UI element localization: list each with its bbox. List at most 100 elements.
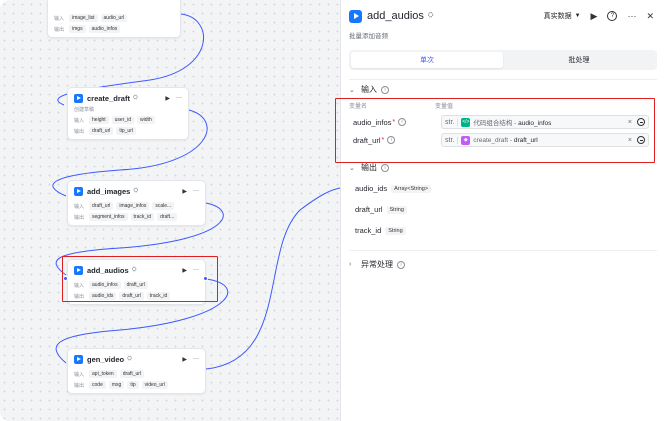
plugin-icon [349, 9, 362, 23]
chevron-down-icon: ⌄ [349, 86, 355, 94]
output-chip: track_id [146, 292, 171, 300]
input-chip: audio_infos [89, 281, 121, 289]
input-port[interactable] [63, 276, 68, 281]
outputs-label: 输出 [74, 214, 85, 221]
inputs-label: 输入 [74, 282, 85, 289]
node-inputs-row: 输入 api_token draft_url [74, 370, 199, 378]
output-port[interactable] [203, 276, 208, 281]
output-chip: code [89, 381, 106, 389]
output-chip: tip_url [116, 127, 136, 135]
output-type: Array<String> [391, 184, 432, 193]
inputs-label: 输入 [54, 15, 65, 22]
output-chip: tip [127, 381, 139, 389]
output-name: track_id [355, 226, 382, 235]
run-icon[interactable]: ▶ [590, 10, 598, 21]
inputs-highlight [335, 98, 655, 163]
outputs-label: 输出 [74, 128, 85, 135]
info-icon[interactable]: i [398, 118, 407, 126]
node-title: add_images [87, 186, 131, 196]
tab-single[interactable]: 单次 [351, 52, 503, 68]
clear-icon[interactable]: × [627, 118, 632, 126]
node-outputs-row: 输出 audio_ids draft_url track_id [74, 292, 199, 300]
run-mode-tabs: 单次 批处理 [349, 50, 657, 70]
node-inputs-row: 输入 draft_url image_infos scale... [74, 202, 199, 210]
remove-icon[interactable] [637, 118, 645, 126]
ref-field: audio_infos [518, 120, 552, 127]
input-section-header[interactable]: ⌄ 输入 i [349, 84, 389, 95]
exception-section-header[interactable]: › 异常处理 i [349, 259, 405, 270]
more-icon[interactable]: ··· [193, 355, 199, 362]
info-icon[interactable]: i [397, 260, 405, 269]
workflow-node-top[interactable]: 输入 image_list audio_url 输出 imgs audio_in… [47, 0, 181, 38]
reference-label: create_draft - draft_url [473, 137, 537, 144]
more-icon[interactable]: ··· [193, 266, 199, 273]
panel-header: add_audios ⛭ 真实数据 ▼ ▶ ? ··· ✕ [349, 7, 654, 25]
run-node-icon[interactable]: ▶ [182, 188, 187, 195]
node-title: create_draft [87, 93, 130, 103]
plugin-badge-icon: ⛭ [427, 12, 434, 19]
input-name: audio_infos [353, 117, 392, 127]
run-node-icon[interactable]: ▶ [182, 267, 187, 274]
more-icon[interactable]: ··· [193, 187, 199, 194]
output-chip: draft_url [89, 127, 114, 135]
output-row: track_id String [355, 226, 406, 235]
workflow-node-add-images[interactable]: add_images ⛭ ▶ ··· 输入 draft_url image_in… [67, 180, 206, 226]
plugin-badge-icon: ⛭ [132, 94, 138, 101]
workflow-node-gen-video[interactable]: gen_video ⛭ ▶ ··· 输入 api_token draft_url… [67, 348, 206, 394]
outputs-label: 输出 [54, 26, 65, 33]
info-icon[interactable]: i [381, 163, 389, 172]
type-tag[interactable]: str. [445, 118, 459, 126]
input-chip: api_token [89, 370, 117, 378]
clear-icon[interactable]: × [627, 136, 632, 144]
output-chip: track_id [130, 213, 155, 221]
output-chip: audio_infos [88, 25, 121, 33]
node-outputs-row: 输出 code msg tip video_url [74, 381, 199, 389]
close-icon[interactable]: ✕ [646, 10, 654, 21]
divider [349, 79, 657, 80]
ref-field: draft_url [513, 136, 538, 144]
input-chip: image_list [69, 14, 98, 22]
output-chip: draft... [157, 213, 178, 221]
workflow-node-add-audios[interactable]: add_audios ⛭ ▶ ··· 输入 audio_infos draft_… [67, 259, 206, 305]
output-type: String [385, 226, 406, 235]
output-section-header[interactable]: ⌄ 输出 i [349, 162, 389, 173]
section-title: 异常处理 [361, 260, 393, 269]
node-title: add_audios [87, 265, 129, 275]
required-mark: * [392, 118, 396, 126]
workflow-node-create-draft[interactable]: create_draft ⛭ ▶ ··· 创建草稿 输入 height user… [67, 87, 189, 140]
inputs-label: 输入 [74, 371, 85, 378]
more-icon[interactable]: ··· [176, 94, 182, 101]
input-value-field[interactable]: str. ◆ create_draft - draft_url × [441, 133, 649, 147]
chevron-down-icon: ⌄ [349, 164, 355, 172]
chevron-right-icon: › [349, 261, 352, 268]
help-icon[interactable]: ? [607, 11, 618, 21]
input-chip: draft_url [123, 281, 148, 289]
info-icon[interactable]: i [381, 85, 389, 94]
run-node-icon[interactable]: ▶ [165, 95, 170, 102]
type-tag[interactable]: str. [445, 136, 459, 144]
ref-separator: - [514, 120, 517, 127]
input-chip: scale... [152, 202, 175, 210]
run-node-icon[interactable]: ▶ [182, 356, 187, 363]
plugin-badge-icon: ⛭ [127, 355, 132, 362]
node-description: 创建草稿 [74, 107, 95, 113]
input-chip: audio_url [100, 14, 128, 22]
input-chip: draft_url [89, 202, 114, 210]
remove-icon[interactable] [637, 136, 645, 144]
plugin-badge-icon: ⛭ [133, 187, 139, 194]
tab-batch[interactable]: 批处理 [568, 57, 590, 64]
output-row: draft_url String [355, 205, 407, 214]
input-chip: draft_url [119, 370, 145, 378]
node-inputs-row: 输入 height user_id width [74, 116, 182, 124]
panel-title: add_audios [367, 10, 424, 22]
info-icon[interactable]: i [387, 136, 396, 144]
input-row-audio-infos: audio_infos * i str. </> 代码组合结构 - audio_… [347, 114, 649, 130]
output-name: audio_ids [355, 184, 388, 193]
col-variable-name: 变量名 [349, 104, 368, 110]
data-source-select[interactable]: 真实数据 ▼ [544, 11, 581, 21]
plugin-icon [74, 93, 83, 103]
output-chip: imgs [69, 25, 86, 33]
more-icon[interactable]: ··· [627, 11, 637, 21]
input-value-field[interactable]: str. </> 代码组合结构 - audio_infos × [441, 115, 649, 129]
plugin-icon [74, 265, 83, 275]
